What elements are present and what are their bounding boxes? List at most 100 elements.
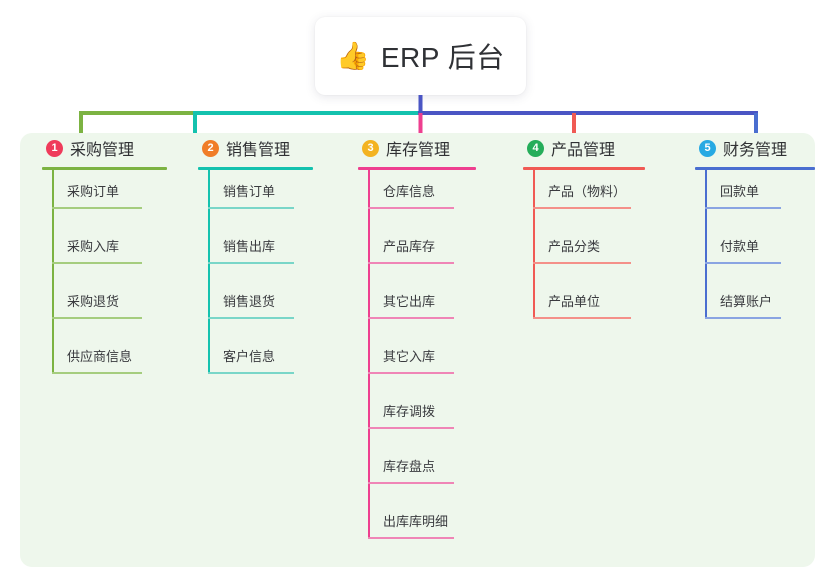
leaf-item-label: 采购订单 — [67, 184, 120, 199]
column-header-rule-4 — [523, 167, 645, 170]
column-items-3: 仓库信息产品库存其它出库其它入库库存调拨库存盘点出库库明细 — [358, 170, 478, 555]
leaf-item-label: 库存调拨 — [383, 404, 436, 419]
leaf-item-rule — [368, 317, 454, 319]
column-spine-2 — [208, 170, 210, 374]
leaf-item[interactable]: 结算账户 — [695, 280, 817, 335]
leaf-item[interactable]: 库存调拨 — [358, 390, 478, 445]
column-header-2[interactable]: 2 销售管理 — [198, 133, 316, 163]
leaf-item[interactable]: 采购入库 — [42, 225, 170, 280]
leaf-item-label: 采购入库 — [67, 239, 120, 254]
column-spine-3 — [368, 170, 370, 539]
column-5: 5 财务管理回款单付款单结算账户 — [695, 133, 817, 335]
column-header-3[interactable]: 3 库存管理 — [358, 133, 478, 163]
column-items-2: 销售订单销售出库销售退货客户信息 — [198, 170, 316, 390]
column-title-4: 产品管理 — [551, 142, 616, 159]
column-spine-1 — [52, 170, 54, 374]
leaf-item-rule — [208, 372, 294, 374]
column-title-1: 采购管理 — [70, 142, 135, 159]
leaf-item[interactable]: 仓库信息 — [358, 170, 478, 225]
leaf-item-rule — [52, 372, 142, 374]
leaf-item-rule — [368, 537, 454, 539]
leaf-item[interactable]: 采购订单 — [42, 170, 170, 225]
root-node-content: 👍 ERP 后台 — [336, 36, 504, 76]
leaf-item[interactable]: 其它入库 — [358, 335, 478, 390]
column-badge-3: 3 — [362, 139, 379, 157]
leaf-item-label: 其它入库 — [383, 349, 436, 364]
leaf-item-label: 付款单 — [720, 239, 760, 254]
leaf-item[interactable]: 付款单 — [695, 225, 817, 280]
column-header-rule-3 — [358, 167, 476, 170]
leaf-item-label: 回款单 — [720, 184, 760, 199]
leaf-item-rule — [533, 262, 631, 264]
leaf-item-rule — [533, 317, 631, 319]
leaf-item[interactable]: 出库库明细 — [358, 500, 478, 555]
leaf-item-label: 销售退货 — [223, 294, 276, 309]
leaf-item-label: 仓库信息 — [383, 184, 436, 199]
leaf-item-rule — [705, 207, 781, 209]
leaf-item-label: 出库库明细 — [383, 514, 449, 529]
leaf-item-rule — [208, 317, 294, 319]
leaf-item-label: 产品分类 — [548, 239, 601, 254]
leaf-item-label: 销售订单 — [223, 184, 276, 199]
leaf-item-label: 销售出库 — [223, 239, 276, 254]
leaf-item-rule — [208, 207, 294, 209]
leaf-item-label: 产品（物料） — [548, 184, 627, 199]
leaf-item-label: 供应商信息 — [67, 349, 133, 364]
root-node-title: ERP 后台 — [380, 42, 505, 73]
column-badge-2: 2 — [202, 139, 219, 157]
thumbs-up-emoji: 👍 — [336, 40, 370, 71]
leaf-item[interactable]: 回款单 — [695, 170, 817, 225]
column-items-5: 回款单付款单结算账户 — [695, 170, 817, 335]
column-header-rule-1 — [42, 167, 167, 170]
leaf-item[interactable]: 其它出库 — [358, 280, 478, 335]
leaf-item-rule — [368, 207, 454, 209]
leaf-item[interactable]: 采购退货 — [42, 280, 170, 335]
column-items-4: 产品（物料） 产品分类产品单位 — [523, 170, 647, 335]
leaf-item[interactable]: 产品（物料） — [523, 170, 647, 225]
leaf-item-rule — [52, 207, 142, 209]
column-title-2: 销售管理 — [226, 142, 291, 159]
leaf-item[interactable]: 客户信息 — [198, 335, 316, 390]
leaf-item-rule — [533, 207, 631, 209]
connector-lines — [79, 95, 758, 136]
leaf-item[interactable]: 产品单位 — [523, 280, 647, 335]
leaf-item[interactable]: 产品分类 — [523, 225, 647, 280]
leaf-item-label: 产品单位 — [548, 294, 601, 309]
leaf-item[interactable]: 供应商信息 — [42, 335, 170, 390]
leaf-item-label: 产品库存 — [383, 239, 436, 254]
leaf-item[interactable]: 销售出库 — [198, 225, 316, 280]
leaf-item[interactable]: 销售订单 — [198, 170, 316, 225]
leaf-item-rule — [52, 262, 142, 264]
leaf-item-rule — [368, 262, 454, 264]
leaf-item[interactable]: 销售退货 — [198, 280, 316, 335]
column-spine-4 — [533, 170, 535, 319]
leaf-item-label: 其它出库 — [383, 294, 436, 309]
leaf-item-rule — [705, 317, 781, 319]
leaf-item[interactable]: 库存盘点 — [358, 445, 478, 500]
column-header-5[interactable]: 5 财务管理 — [695, 133, 817, 163]
leaf-item[interactable]: 产品库存 — [358, 225, 478, 280]
leaf-item-label: 库存盘点 — [383, 459, 436, 474]
leaf-item-label: 采购退货 — [67, 294, 120, 309]
column-badge-5: 5 — [699, 139, 716, 157]
leaf-item-rule — [705, 262, 781, 264]
column-title-3: 库存管理 — [386, 142, 451, 159]
column-spine-5 — [705, 170, 707, 319]
column-items-1: 采购订单采购入库采购退货供应商信息 — [42, 170, 170, 390]
leaf-item-rule — [208, 262, 294, 264]
column-header-rule-2 — [198, 167, 313, 170]
column-2: 2 销售管理销售订单销售出库销售退货客户信息 — [198, 133, 316, 390]
leaf-item-rule — [52, 317, 142, 319]
leaf-item-rule — [368, 372, 454, 374]
column-title-5: 财务管理 — [723, 142, 788, 159]
leaf-item-rule — [368, 427, 454, 429]
column-3: 3 库存管理仓库信息产品库存其它出库其它入库库存调拨库存盘点出库库明细 — [358, 133, 478, 555]
root-node-erp-backend[interactable]: 👍 ERP 后台 — [315, 17, 526, 95]
leaf-item-label: 结算账户 — [720, 294, 773, 309]
